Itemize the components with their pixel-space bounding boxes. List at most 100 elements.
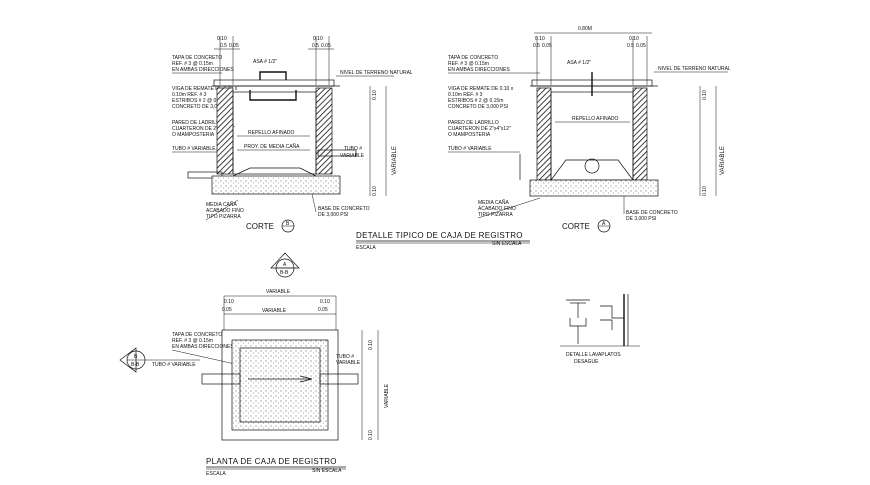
label-pared: PARED DE LADRILLO xyxy=(448,120,499,126)
plan-dim-sub-left: 0.05 xyxy=(222,307,232,313)
label-cuarteron: CUARTERON DE 2"x4"x12" xyxy=(172,126,235,132)
label-tubo-right: TUBO # xyxy=(344,146,362,152)
branch-pipe-lower xyxy=(600,319,613,330)
plan-label-tapa: TAPA DE CONCRETO xyxy=(172,332,222,338)
label-variable-vertical: VARIABLE xyxy=(720,146,726,175)
marker-b-letter: B xyxy=(134,354,138,360)
dim-top-right-a: 0.10 xyxy=(629,36,639,42)
label-tubo-right-var: VARIABLE xyxy=(340,153,365,159)
trap xyxy=(569,318,587,327)
inner-chamber xyxy=(232,91,317,175)
dim-top-width: 0.80M xyxy=(578,26,592,32)
plan-box-inner xyxy=(239,347,321,423)
label-tapa-ref: REF. # 3 @ 0.15m xyxy=(448,61,489,67)
label-base: BASE DE CONCRETO xyxy=(626,210,678,216)
lavaplatos-sub: DESAGUE xyxy=(574,359,599,365)
label-concreto: CONCRETO DE 3,000 PSI xyxy=(448,104,508,110)
lavaplatos-title: DETALLE LAVAPLATOS xyxy=(566,352,621,358)
label-repello: REPELLO AFINADO xyxy=(572,116,619,122)
dim-top-right-b: 0.5 xyxy=(312,43,319,49)
plan-view: A B-B VARIABLE 0.10 0.10 0.05 0.05 VARIA… xyxy=(119,252,390,477)
dim-right-top: 0.10 xyxy=(702,90,708,100)
brick-wall-right xyxy=(632,87,648,181)
inner-chamber xyxy=(550,91,634,181)
plan-top-variable: VARIABLE xyxy=(266,289,291,295)
label-variable-vertical: VARIABLE xyxy=(392,146,398,175)
lavaplatos-detail: DETALLE LAVAPLATOS DESAGUE xyxy=(560,294,640,365)
label-bottom-acabado: ACABADO FINO xyxy=(206,208,244,214)
label-asa: ASA # 1/2" xyxy=(253,59,277,65)
label-tapa-dir: EN AMBAS DIRECCIONES xyxy=(448,67,510,73)
section-a-detail: 0.80M 0.10 0.5 0.05 0.10 0.5 0.05 TAPA D… xyxy=(448,26,731,233)
pipe-left xyxy=(187,171,223,179)
dim-right-bottom: 0.10 xyxy=(372,186,378,196)
label-pared: PARED DE LADRILLO xyxy=(172,120,223,126)
label-mamposteria: O MAMPOSTERIA xyxy=(448,132,491,138)
label-viga-ref: 0.10m REF. # 3 xyxy=(448,92,483,98)
label-viga: VIGA DE REMATE DE 0.10 x xyxy=(448,86,514,92)
plan-box-outer xyxy=(221,329,339,441)
label-tapa: TAPA DE CONCRETO xyxy=(172,55,222,61)
label-bottom-tipo: TIPO PIZARRA xyxy=(478,212,513,218)
corte-a-label: CORTE xyxy=(562,222,590,231)
label-asa: ASA # 1/2" xyxy=(567,60,591,66)
label-bottom-media: MEDIA CAÑA xyxy=(478,199,510,206)
dim-top-right-c: 0.05 xyxy=(636,43,646,49)
handle-asa xyxy=(259,71,287,80)
dim-top-right-a: 0.10 xyxy=(313,36,323,42)
label-tubo-left: TUBO # VARIABLE xyxy=(172,146,216,152)
label-base-psi: DE 3,000 PSI xyxy=(626,216,656,222)
plan-pipe-right xyxy=(319,373,359,385)
plan-lid-concrete xyxy=(231,339,329,431)
marker-a-sub: B-B xyxy=(280,270,289,276)
label-cuarteron: CUARTERON DE 2"x4"x12" xyxy=(448,126,511,132)
pipe-section xyxy=(584,158,600,174)
dim-top-b: 0.5 xyxy=(533,43,540,49)
label-nivel: NIVEL DE TERRENO NATURAL xyxy=(340,70,413,76)
marker-a-letter: A xyxy=(283,262,287,268)
plan-inner-variable: VARIABLE xyxy=(262,308,287,314)
section-marker-b-letter: B xyxy=(286,221,290,227)
plan-pipe-left xyxy=(201,373,241,385)
dim-right-bottom: 0.10 xyxy=(702,186,708,196)
label-bottom-acabado: ACABADO FINO xyxy=(478,206,516,212)
dim-top-right-b: 0.5 xyxy=(627,43,634,49)
plan-dim-top-left: 0.10 xyxy=(224,299,234,305)
leader-line xyxy=(205,199,239,221)
concrete-base xyxy=(529,179,659,197)
brick-wall-left xyxy=(216,87,234,175)
media-cana-profile xyxy=(232,167,317,177)
dim-top-a: 0.10 xyxy=(535,36,545,42)
dim-top-c: 0.05 xyxy=(542,43,552,49)
rebar-line xyxy=(249,90,297,101)
label-tapa: TAPA DE CONCRETO xyxy=(448,55,498,61)
plan-right-dim-bottom: 0.10 xyxy=(368,430,374,440)
section-b-detail: 0.10 0.5 0.05 0.10 0.5 0.05 TAPA DE CONC… xyxy=(172,36,413,233)
brick-wall-left xyxy=(536,87,552,181)
label-nivel: NIVEL DE TERRENO NATURAL xyxy=(658,66,731,72)
plan-sin-escala: SIN ESCALA xyxy=(312,468,342,474)
label-viga: VIGA DE REMATE DE 0.10 x xyxy=(172,86,238,92)
dim-top-left-c: 0.05 xyxy=(229,43,239,49)
detail-title: DETALLE TIPICO DE CAJA DE REGISTRO xyxy=(356,231,523,240)
label-mamposteria: O MAMPOSTERIA xyxy=(172,132,215,138)
dim-top-right-c: 0.05 xyxy=(321,43,331,49)
plan-label-tapa-dir: EN AMBAS DIRECCIONES xyxy=(172,344,234,350)
label-estribos: ESTRIBOS # 2 @ 0.15m xyxy=(172,98,227,104)
label-estribos: ESTRIBOS # 2 @ 0.15m xyxy=(448,98,503,104)
label-concreto: CONCRETO DE 3,000 PSI xyxy=(172,104,232,110)
label-media-cana: PROY. DE MEDIA CAÑA xyxy=(244,143,300,150)
dim-top-left-a: 0.10 xyxy=(217,36,227,42)
detail-sin-escala: SIN ESCALA xyxy=(492,241,522,247)
label-repello: REPELLO AFINADO xyxy=(248,130,295,136)
branch-pipe xyxy=(600,305,624,319)
label-tapa-dir: EN AMBAS DIRECCIONES xyxy=(172,67,234,73)
plan-dim-top-right: 0.10 xyxy=(320,299,330,305)
plan-label-tubo-right-var: VARIABLE xyxy=(336,360,361,366)
dim-right-top: 0.10 xyxy=(372,90,378,100)
label-tubo-left: TUBO # VARIABLE xyxy=(448,146,492,152)
label-bottom-media: MEDIA CAÑA xyxy=(206,201,238,208)
detail-escala: ESCALA xyxy=(356,245,376,251)
label-bottom-tipo: TIPO PIZARRA xyxy=(206,214,241,220)
